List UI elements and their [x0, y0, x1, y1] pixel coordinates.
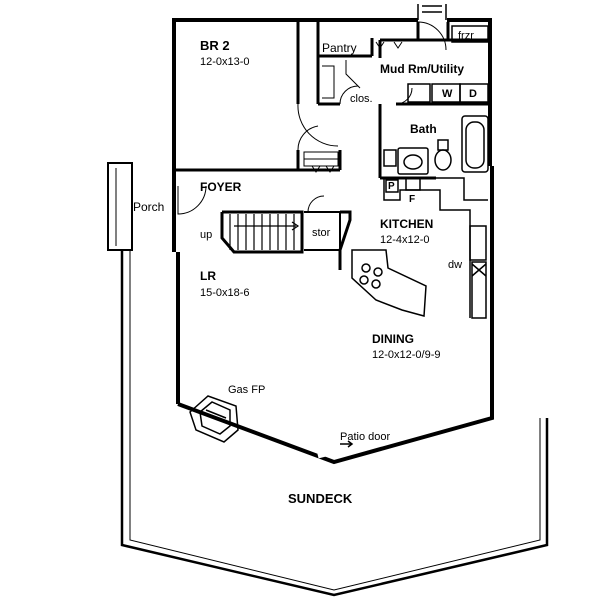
- dining-dims: 12-0x12-0/9-9: [372, 349, 441, 361]
- stair-storage: [304, 211, 341, 251]
- br2-dims: 12-0x13-0: [200, 56, 250, 68]
- f-label: F: [409, 194, 415, 205]
- patio-door: [317, 440, 354, 459]
- kitchen-dims: 12-4x12-0: [380, 234, 430, 246]
- sundeck-label: SUNDECK: [288, 491, 353, 506]
- dryer-label: D: [469, 88, 477, 100]
- exterior-walls: [172, 18, 494, 465]
- foyer-label: FOYER: [200, 180, 242, 194]
- washer-label: W: [442, 88, 453, 100]
- door-swings: [297, 21, 447, 151]
- stor-label: stor: [312, 227, 331, 239]
- dining-name: DINING: [372, 332, 414, 346]
- mud-room-label: Mud Rm/Utility: [380, 62, 464, 76]
- patio-door-label: Patio door: [340, 431, 390, 443]
- kitchen-island: [351, 249, 427, 317]
- pantry-label: Pantry: [322, 41, 357, 55]
- gas-fireplace: [189, 395, 239, 443]
- gas-fp-label: Gas FP: [228, 384, 265, 396]
- stair: [220, 210, 304, 254]
- lr-name: LR: [200, 269, 216, 283]
- kitchen-counters: [383, 177, 488, 319]
- freezer: [451, 25, 489, 43]
- chimney-flue: [417, 4, 447, 20]
- bath-fixtures: [383, 115, 489, 175]
- dw-label: dw: [448, 259, 462, 271]
- kitchen-name: KITCHEN: [380, 217, 433, 231]
- lr-dims: 15-0x18-6: [200, 287, 250, 299]
- p-label: P: [388, 181, 395, 192]
- clos-label: clos.: [350, 93, 373, 105]
- stor-door-swing: [307, 195, 325, 213]
- br2-name: BR 2: [200, 38, 230, 53]
- closet-shelves: [303, 41, 403, 173]
- frzr-label: frzr: [458, 30, 474, 42]
- interior-walls: [176, 22, 490, 180]
- up-label: up: [200, 229, 212, 241]
- kitchen-partition: [338, 210, 352, 270]
- bath-label: Bath: [410, 122, 437, 136]
- washer-dryer: [407, 83, 489, 103]
- sundeck-outline: [120, 250, 549, 597]
- porch-entry-door-swing: [177, 185, 207, 215]
- porch-label: Porch: [133, 200, 164, 214]
- porch-outline: [107, 162, 133, 251]
